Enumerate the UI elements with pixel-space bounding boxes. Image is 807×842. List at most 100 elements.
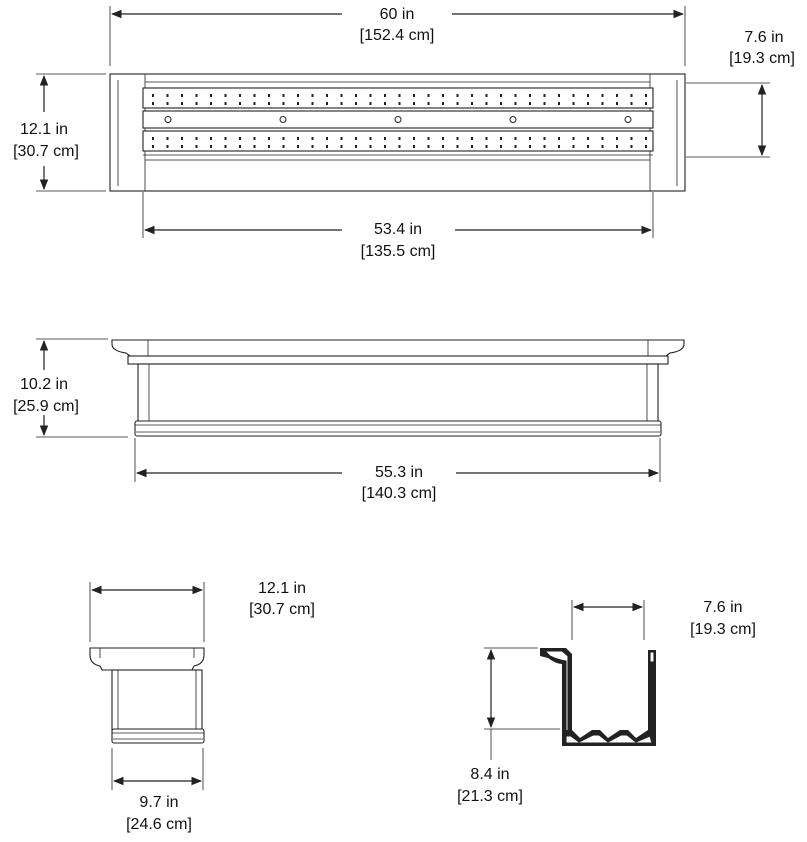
drain-hole [601,145,604,148]
drain-hole [195,137,198,140]
drain-hole [239,145,241,148]
depth-imperial: 12.1 in [20,121,68,138]
drain-hole [268,145,270,148]
drain-hole [181,137,183,140]
drain-hole [369,137,372,140]
drain-hole [485,102,488,105]
drain-hole [268,102,270,105]
inner-depth-imperial: 7.6 in [744,29,783,46]
section-width-imperial: 7.6 in [703,599,742,616]
drain-hole [253,145,256,148]
drain-hole [398,94,401,97]
front-height-imperial: 10.2 in [20,376,68,393]
drain-hole [413,145,415,148]
drain-hole [514,145,517,148]
mounting-hole [279,116,287,123]
section-right-wall-lip [649,651,655,663]
drain-hole [500,137,502,140]
drain-hole [166,145,169,148]
front-view: 10.2 in [25.9 cm] 55.3 in [140.3 cm] [13,338,685,502]
drain-hole [326,137,328,140]
drain-hole [282,102,285,105]
drain-hole [210,145,212,148]
drain-hole [224,137,227,140]
drain-hole [427,137,430,140]
drain-hole [282,145,285,148]
drain-hole [442,94,444,97]
drain-hole [485,94,488,97]
drain-hole [224,102,227,105]
section-left-wall-inner [543,650,569,736]
drain-hole [195,145,198,148]
drain-hole [384,137,386,140]
drain-hole [384,94,386,97]
drain-hole [210,94,212,97]
drain-hole [181,94,183,97]
drain-hole [384,145,386,148]
drain-hole [558,145,560,148]
drain-hole [587,137,589,140]
drain-hole [152,137,154,140]
drain-hole [268,137,270,140]
drain-holes [152,94,647,148]
drain-hole [239,102,241,105]
drain-hole [601,137,604,140]
drain-hole [442,102,444,105]
drain-hole [645,145,647,148]
drain-hole [369,102,372,105]
drain-hole [572,102,575,105]
drain-hole [543,102,546,105]
side-base [111,728,205,744]
drain-hole [616,94,618,97]
drain-hole [645,94,647,97]
drain-hole [514,137,517,140]
mounting-hole [164,116,172,123]
drain-hole [355,137,357,140]
inner-length-imperial: 53.4 in [374,221,422,238]
drain-hole [224,94,227,97]
section-bottom-inner [565,734,653,744]
drain-hole [297,94,299,97]
front-rim-band [127,355,669,365]
section-width-metric: [19.3 cm] [690,621,756,638]
drain-hole [514,94,517,97]
drain-hole [529,137,531,140]
side-view: 12.1 in [30.7 cm] 9.7 in [24.6 cm] [89,580,315,833]
drain-hole [282,137,285,140]
drain-hole [587,102,589,105]
drain-hole [311,102,314,105]
drain-hole [413,137,415,140]
section-view: 7.6 in [19.3 cm] 8.4 in [21.3 cm] [457,599,756,805]
drain-hole [181,102,183,105]
drain-hole [558,137,560,140]
front-top-rim [111,339,685,357]
drain-hole [239,94,241,97]
drain-hole [398,137,401,140]
drain-hole [181,145,183,148]
drain-hole [471,137,473,140]
front-height-metric: [25.9 cm] [13,398,79,415]
drain-hole [311,94,314,97]
drain-hole [413,102,415,105]
drain-hole [630,94,633,97]
drain-hole [456,145,459,148]
overall-width-metric: [152.4 cm] [360,27,435,44]
drain-hole [340,145,343,148]
inner-length-metric: [135.5 cm] [361,243,436,260]
drain-hole [485,145,488,148]
drain-hole [166,94,169,97]
drain-hole [326,145,328,148]
drain-hole [456,102,459,105]
drain-hole [369,145,372,148]
drain-hole [311,137,314,140]
drain-hole [529,102,531,105]
side-top-width-imperial: 12.1 in [258,580,306,597]
drain-hole [587,145,589,148]
drain-hole [500,145,502,148]
drain-hole [630,137,633,140]
drain-hole [369,94,372,97]
drain-hole [239,137,241,140]
drain-hole [297,102,299,105]
